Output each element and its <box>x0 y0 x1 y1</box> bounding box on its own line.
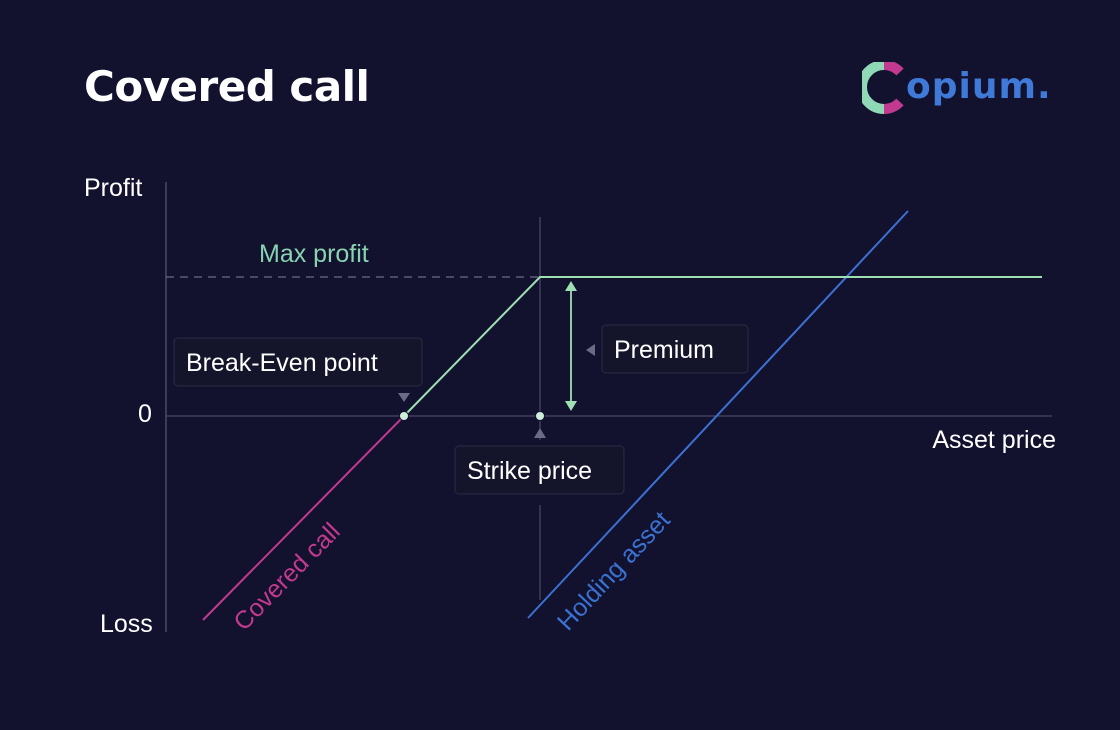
y-axis-loss-label: Loss <box>100 610 153 638</box>
premium-arrowhead-up <box>565 281 577 291</box>
covered-call-profit-segment <box>403 276 1042 417</box>
opium-logo: opium. <box>857 60 1062 114</box>
strike-price-pointer <box>534 428 546 438</box>
y-axis-profit-label: Profit <box>84 174 142 202</box>
premium-label: Premium <box>614 336 714 364</box>
holding-asset-line <box>527 210 909 619</box>
strike-price-label: Strike price <box>467 457 592 485</box>
strike-price-marker <box>535 411 545 421</box>
max-profit-label: Max profit <box>259 240 369 268</box>
x-axis-label: Asset price <box>932 426 1056 454</box>
break-even-point-marker <box>399 411 409 421</box>
premium-arrowhead-down <box>565 401 577 411</box>
break-even-pointer <box>398 393 410 402</box>
premium-pointer <box>586 344 595 356</box>
break-even-callout <box>173 337 423 387</box>
strike-price-callout <box>454 445 625 495</box>
break-even-label: Break-Even point <box>186 349 378 377</box>
logo-text: opium. <box>906 66 1052 107</box>
page-title: Covered call <box>84 62 370 111</box>
covered-call-loss-segment <box>202 415 405 621</box>
y-axis-zero-label: 0 <box>138 400 152 428</box>
premium-callout <box>601 324 749 374</box>
opium-o-icon <box>857 60 904 114</box>
